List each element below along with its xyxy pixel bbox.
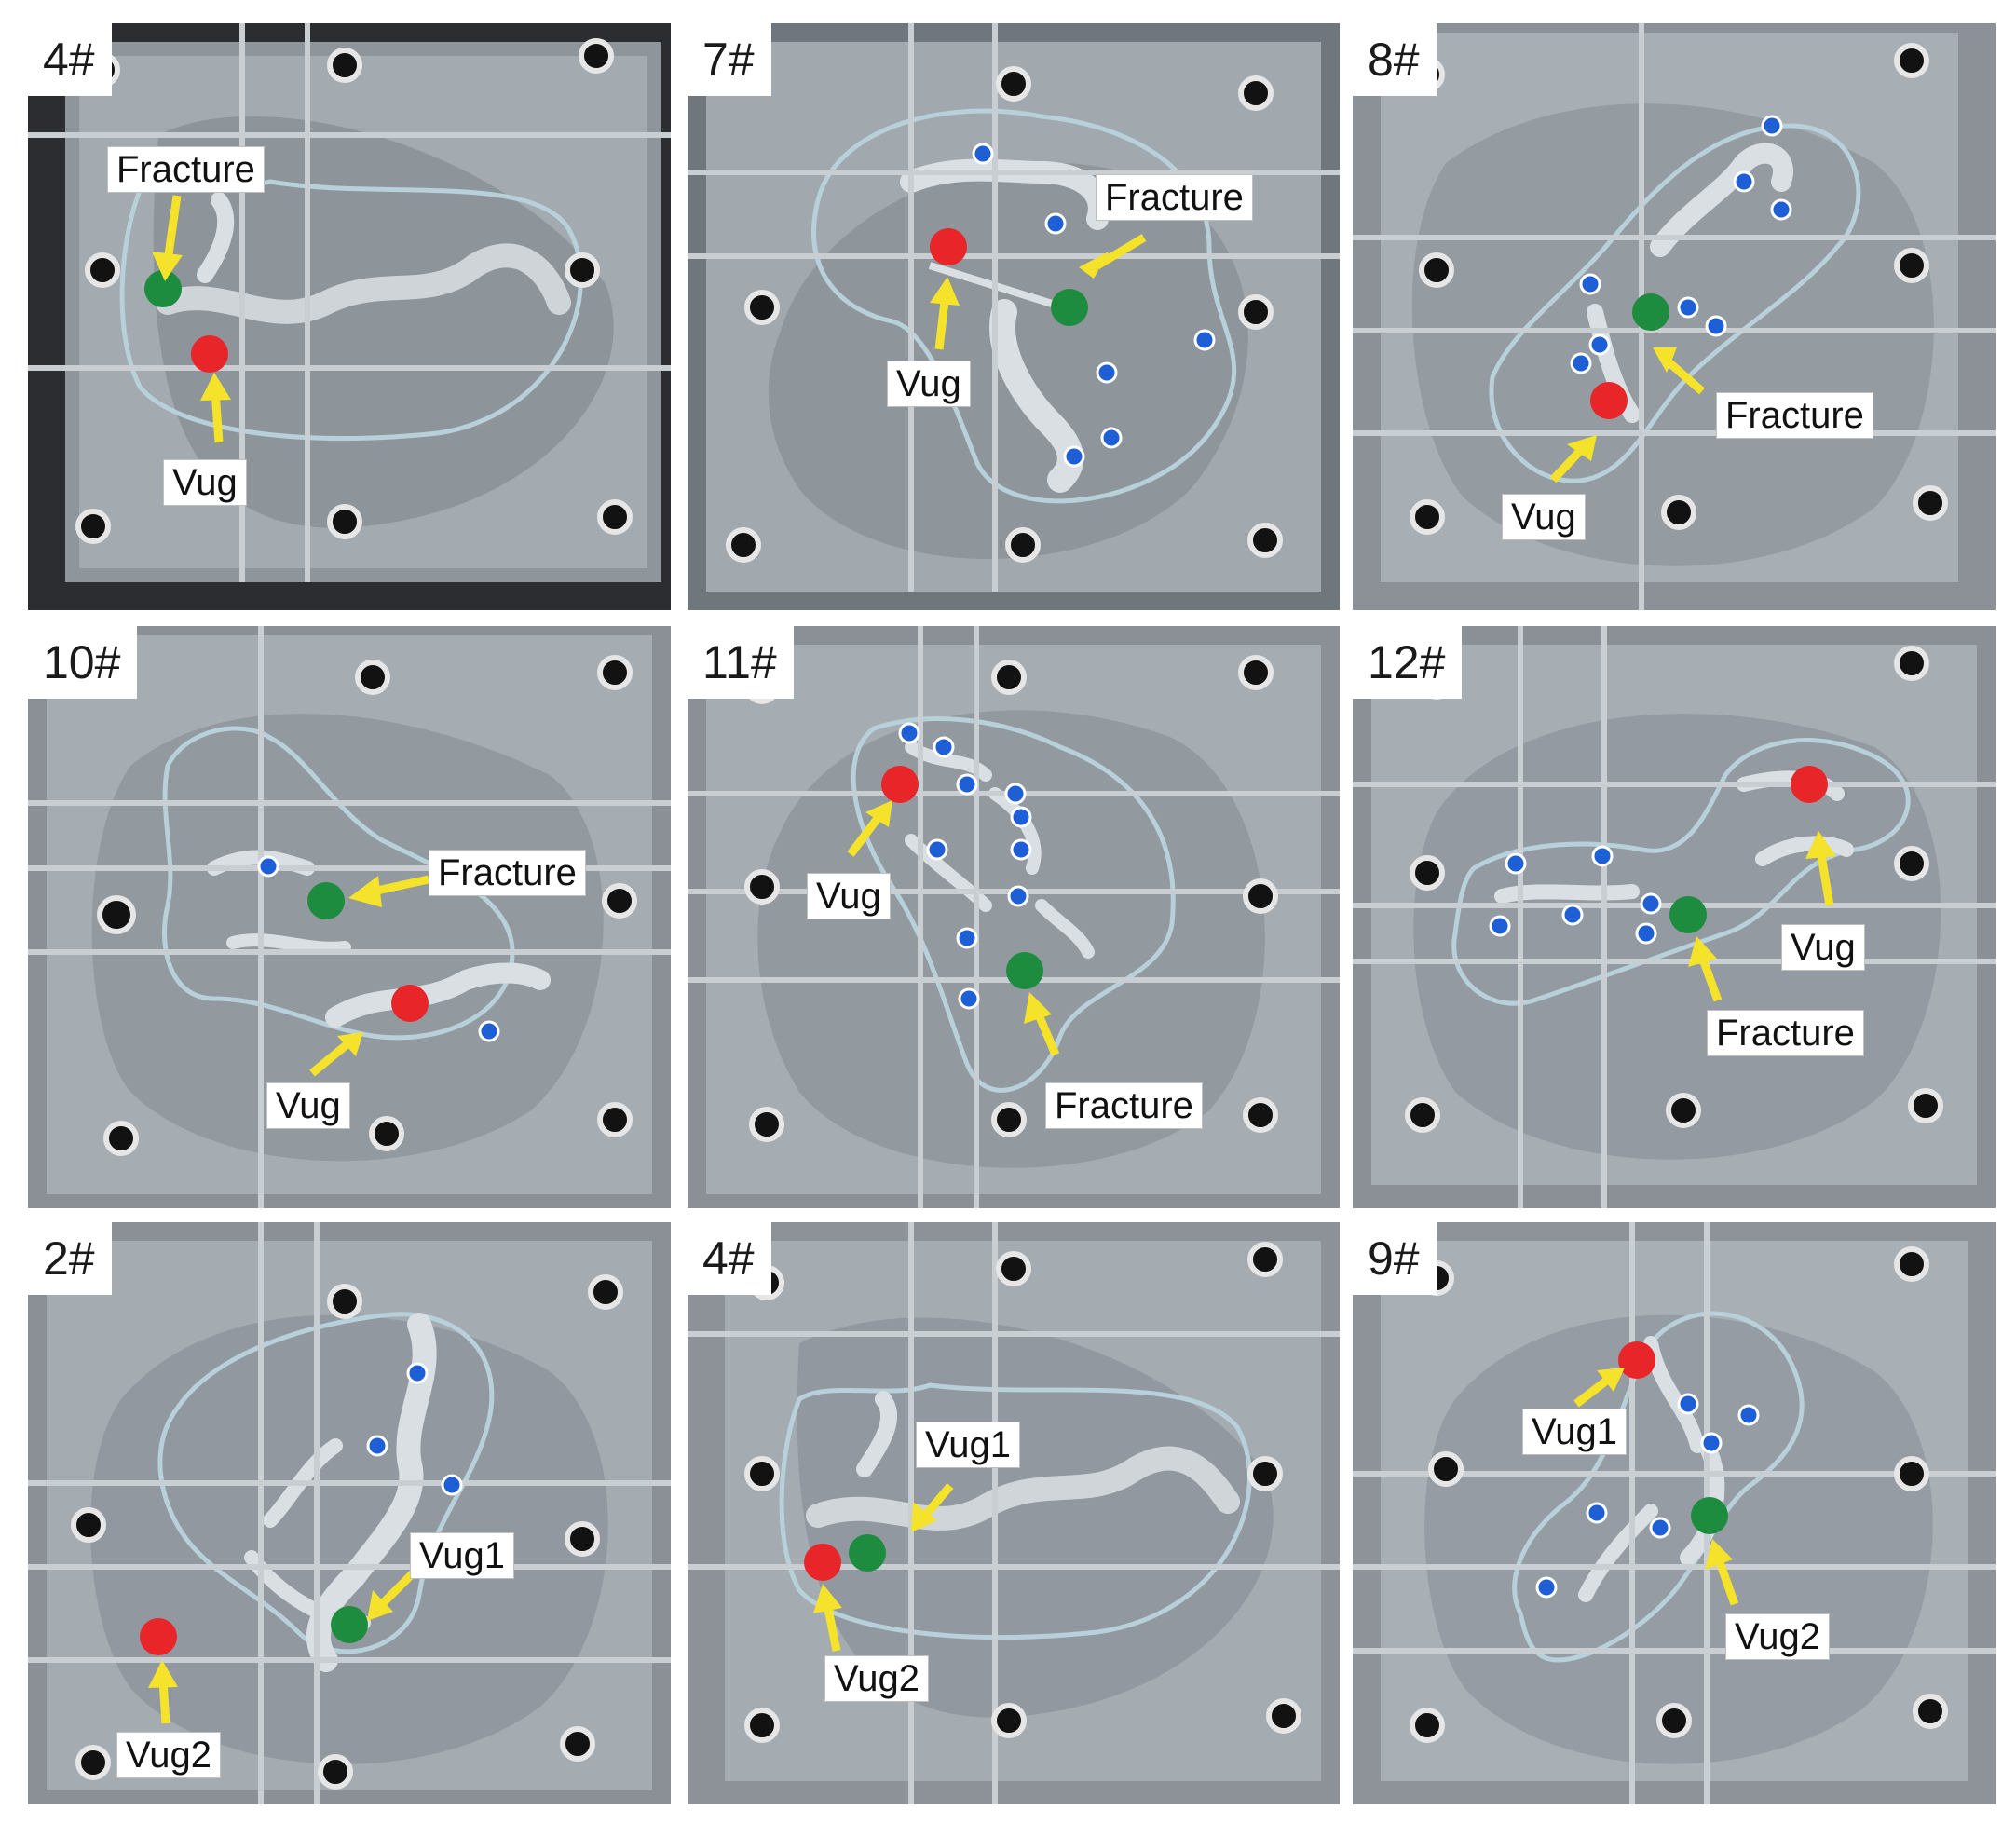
panel-10: 10# Fracture Vug (28, 626, 671, 1208)
panel-7: 7# Fracture Vug (688, 23, 1340, 610)
arrow-icon (911, 1483, 954, 1532)
vug1-label: Vug1 (1522, 1409, 1627, 1455)
vug1-label: Vug1 (916, 1422, 1020, 1468)
vug1-marker (849, 1534, 886, 1572)
model-photo (688, 1222, 1340, 1804)
fracture-label: Fracture (1716, 392, 1873, 439)
vug2-label: Vug2 (1725, 1613, 1830, 1660)
arrow-icon (1688, 936, 1723, 1002)
panel-2: 2# Vug1 Vug2 (28, 1222, 671, 1804)
panel-11: 11# Vug Fracture (688, 626, 1340, 1208)
vug-label: Vug (1781, 924, 1865, 971)
vug-label: Vug (887, 361, 971, 407)
fracture-label: Fracture (1096, 174, 1253, 221)
vug1-label: Vug1 (410, 1532, 514, 1579)
panel-9: 9# Vug1 Vug2 (1353, 1222, 1996, 1804)
model-photo (1353, 23, 1996, 610)
vug2-marker (804, 1544, 841, 1581)
vug-marker (930, 228, 967, 265)
panel-id-label: 7# (688, 23, 771, 96)
fracture-marker (1632, 293, 1669, 331)
panel-id-label: 11# (688, 626, 794, 699)
vug2-marker (1691, 1497, 1728, 1534)
fracture-marker (307, 882, 345, 919)
vug-label: Vug (266, 1082, 350, 1129)
vug1-marker (1618, 1341, 1655, 1379)
arrow-icon (1653, 347, 1705, 395)
model-photo (688, 626, 1340, 1208)
fracture-label: Fracture (1707, 1010, 1864, 1056)
panel-id-label: 4# (28, 23, 112, 96)
model-photo (1353, 1222, 1996, 1804)
vug2-label: Vug2 (824, 1655, 929, 1702)
arrow-icon (348, 875, 429, 907)
vug-marker (881, 766, 919, 803)
arrow-icon (148, 1660, 178, 1724)
fracture-marker (1051, 289, 1088, 326)
arrow-icon (930, 277, 960, 350)
arrow-icon (1079, 234, 1147, 279)
model-photo (28, 1222, 671, 1804)
panel-12: 12# Vug Fracture (1353, 626, 1996, 1208)
arrow-icon (200, 373, 231, 443)
vug2-label: Vug2 (116, 1732, 221, 1778)
panel-id-label: 9# (1353, 1222, 1437, 1295)
panel-4-top: 4# Fracture Vug (28, 23, 671, 610)
arrow-icon (1549, 435, 1597, 483)
panel-id-label: 4# (688, 1222, 771, 1295)
vug2-marker (140, 1618, 177, 1655)
arrow-icon (847, 800, 892, 857)
fracture-label: Fracture (429, 850, 586, 896)
panel-id-label: 10# (28, 626, 138, 699)
vug-marker (191, 335, 228, 373)
panel-8: 8# Fracture Vug (1353, 23, 1996, 610)
fracture-marker (1006, 952, 1043, 989)
model-photo (1353, 626, 1996, 1208)
model-photo (688, 23, 1340, 610)
arrow-icon (152, 195, 183, 281)
arrow-icon (309, 1032, 363, 1077)
arrow-icon (1705, 1539, 1739, 1606)
vug-label: Vug (1502, 494, 1586, 540)
panel-id-label: 8# (1353, 23, 1437, 96)
vug-marker (1590, 382, 1628, 419)
fracture-marker (1669, 896, 1707, 933)
model-photo (28, 23, 671, 610)
vug-label: Vug (807, 873, 891, 919)
vug-marker (391, 985, 429, 1022)
arrow-icon (813, 1584, 842, 1652)
panel-id-label: 12# (1353, 626, 1463, 699)
arrow-icon (1024, 992, 1060, 1056)
vug1-marker (331, 1606, 368, 1643)
fracture-label: Fracture (1045, 1082, 1203, 1129)
arrow-icon (1805, 831, 1836, 906)
vug-marker (1791, 766, 1828, 803)
fracture-marker (144, 270, 182, 307)
panel-id-label: 2# (28, 1222, 112, 1295)
fracture-label: Fracture (107, 146, 265, 193)
panel-4-bottom: 4# Vug1 Vug2 (688, 1222, 1340, 1804)
vug-label: Vug (163, 459, 247, 506)
arrow-icon (1573, 1368, 1625, 1408)
